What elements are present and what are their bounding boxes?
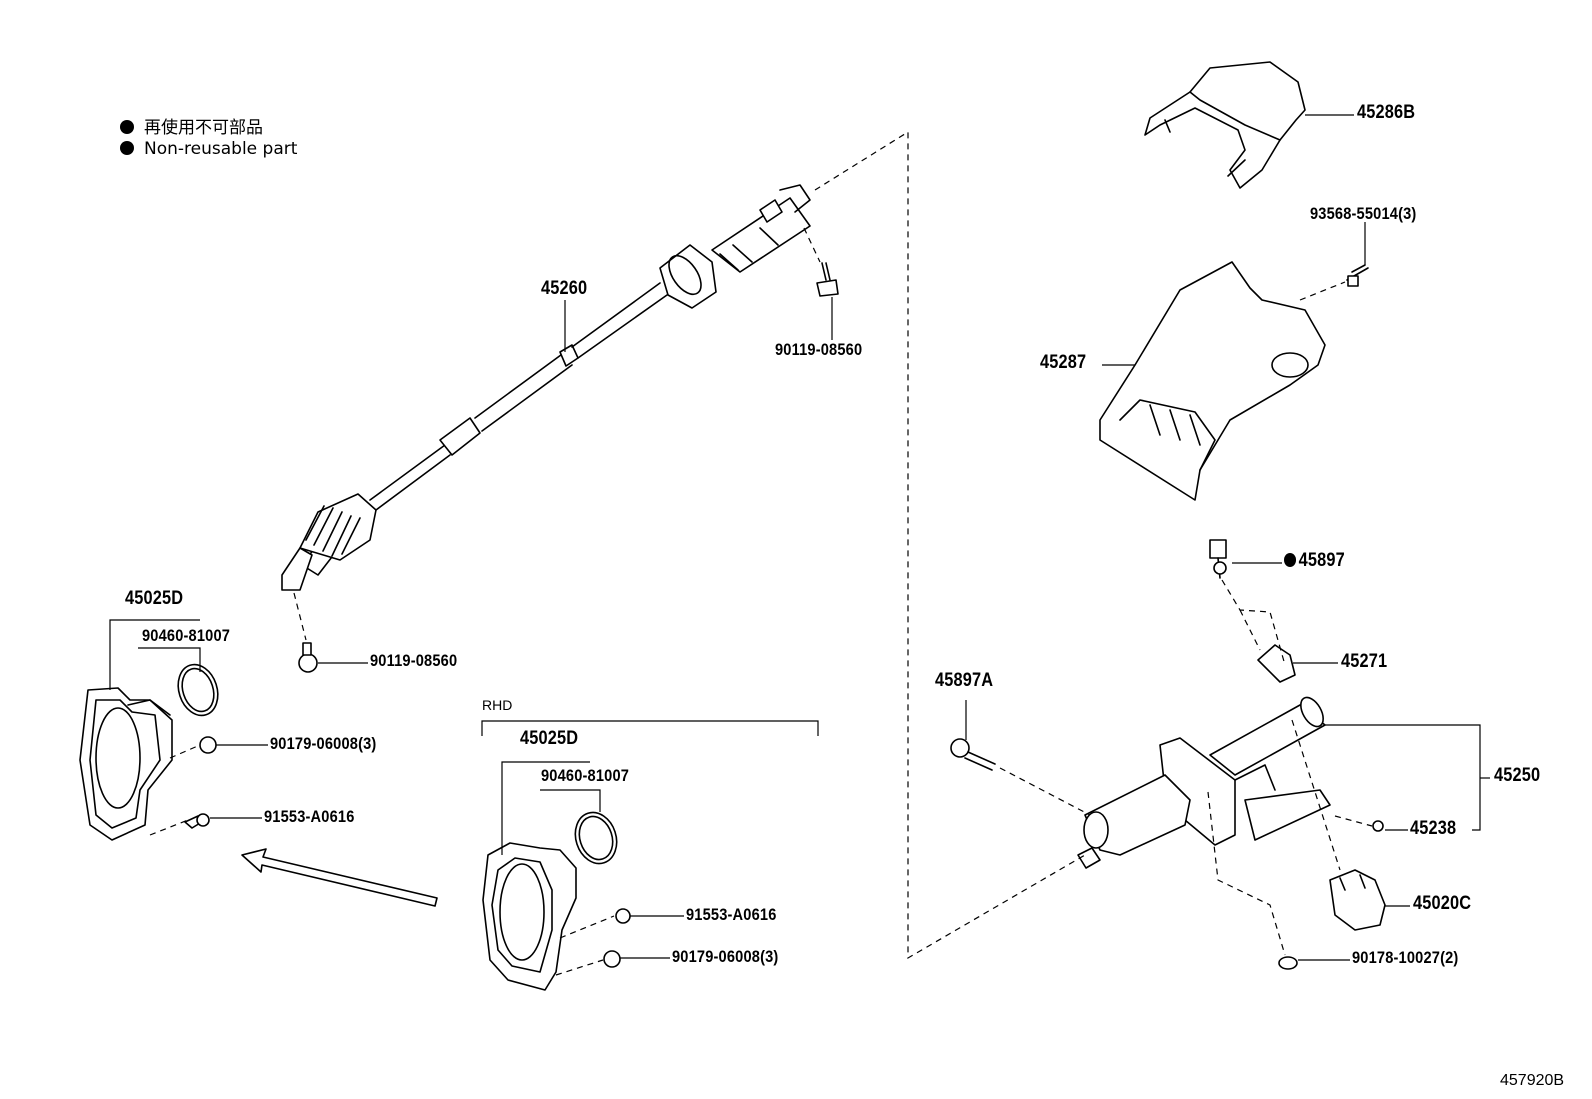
- part-label-45250: 45250: [1494, 765, 1541, 786]
- part-label-90119-bottom: 90119-08560: [370, 651, 458, 670]
- steering-column-45250: [1077, 696, 1384, 869]
- part-label-45271: 45271: [1341, 651, 1388, 672]
- view-arrow: [241, 848, 438, 907]
- bracket-45271-drawing: [1257, 644, 1296, 683]
- part-label-93568: 93568-55014(3): [1310, 204, 1417, 223]
- part-label-90179-rhd: 90179-06008(3): [672, 947, 779, 966]
- part-label-45025D-left: 45025D: [125, 588, 184, 609]
- part-label-45020C: 45020C: [1413, 893, 1472, 914]
- non-reusable-dot-icon: [1284, 553, 1297, 567]
- part-label-90179-left: 90179-06008(3): [270, 734, 377, 753]
- part-label-90460-rhd: 90460-81007: [541, 766, 630, 785]
- bolt-90119-top-drawing: [816, 262, 839, 297]
- legend-english: Non-reusable part: [120, 139, 297, 159]
- part-label-45286B: 45286B: [1357, 102, 1416, 123]
- boot-45025D-left: [79, 663, 219, 841]
- nut-90178-drawing: [1278, 956, 1298, 970]
- lower-cover-45287: [1099, 261, 1326, 501]
- document-id: 457920B: [1500, 1072, 1565, 1089]
- upper-cover-45286B: [1144, 61, 1306, 189]
- boot-45025D-rhd: [482, 811, 631, 991]
- part-label-45287: 45287: [1040, 352, 1087, 373]
- rhd-group-label: RHD: [482, 697, 513, 713]
- dashed-lines: [149, 130, 1373, 976]
- part-label-90119-top: 90119-08560: [775, 340, 863, 359]
- bolt-45897A-drawing: [950, 738, 996, 771]
- part-label-90178: 90178-10027(2): [1352, 948, 1459, 967]
- part-label-45025D-rhd: 45025D: [520, 728, 579, 749]
- non-reusable-dot-icon: [120, 120, 134, 134]
- part-label-91553-rhd: 91553-A0616: [686, 905, 777, 924]
- switch-45020C-drawing: [1329, 869, 1386, 931]
- part-label-90460-left: 90460-81007: [142, 626, 231, 645]
- part-label-45260: 45260: [541, 278, 588, 299]
- leader-lines: [109, 114, 1490, 961]
- legend-japanese: 再使用不可部品: [120, 113, 263, 138]
- non-reusable-dot-icon: [120, 141, 134, 155]
- part-label-45238: 45238: [1410, 818, 1457, 839]
- bolt-45897-drawing: [1209, 539, 1227, 579]
- screw-93568-drawing: [1346, 264, 1369, 287]
- part-label-91553-left: 91553-A0616: [264, 807, 355, 826]
- bolt-90119-bottom-drawing: [298, 642, 318, 673]
- intermediate-shaft-45260: [281, 184, 811, 591]
- part-label-45897A: 45897A: [935, 670, 994, 691]
- part-label-45897: 45897: [1284, 550, 1345, 572]
